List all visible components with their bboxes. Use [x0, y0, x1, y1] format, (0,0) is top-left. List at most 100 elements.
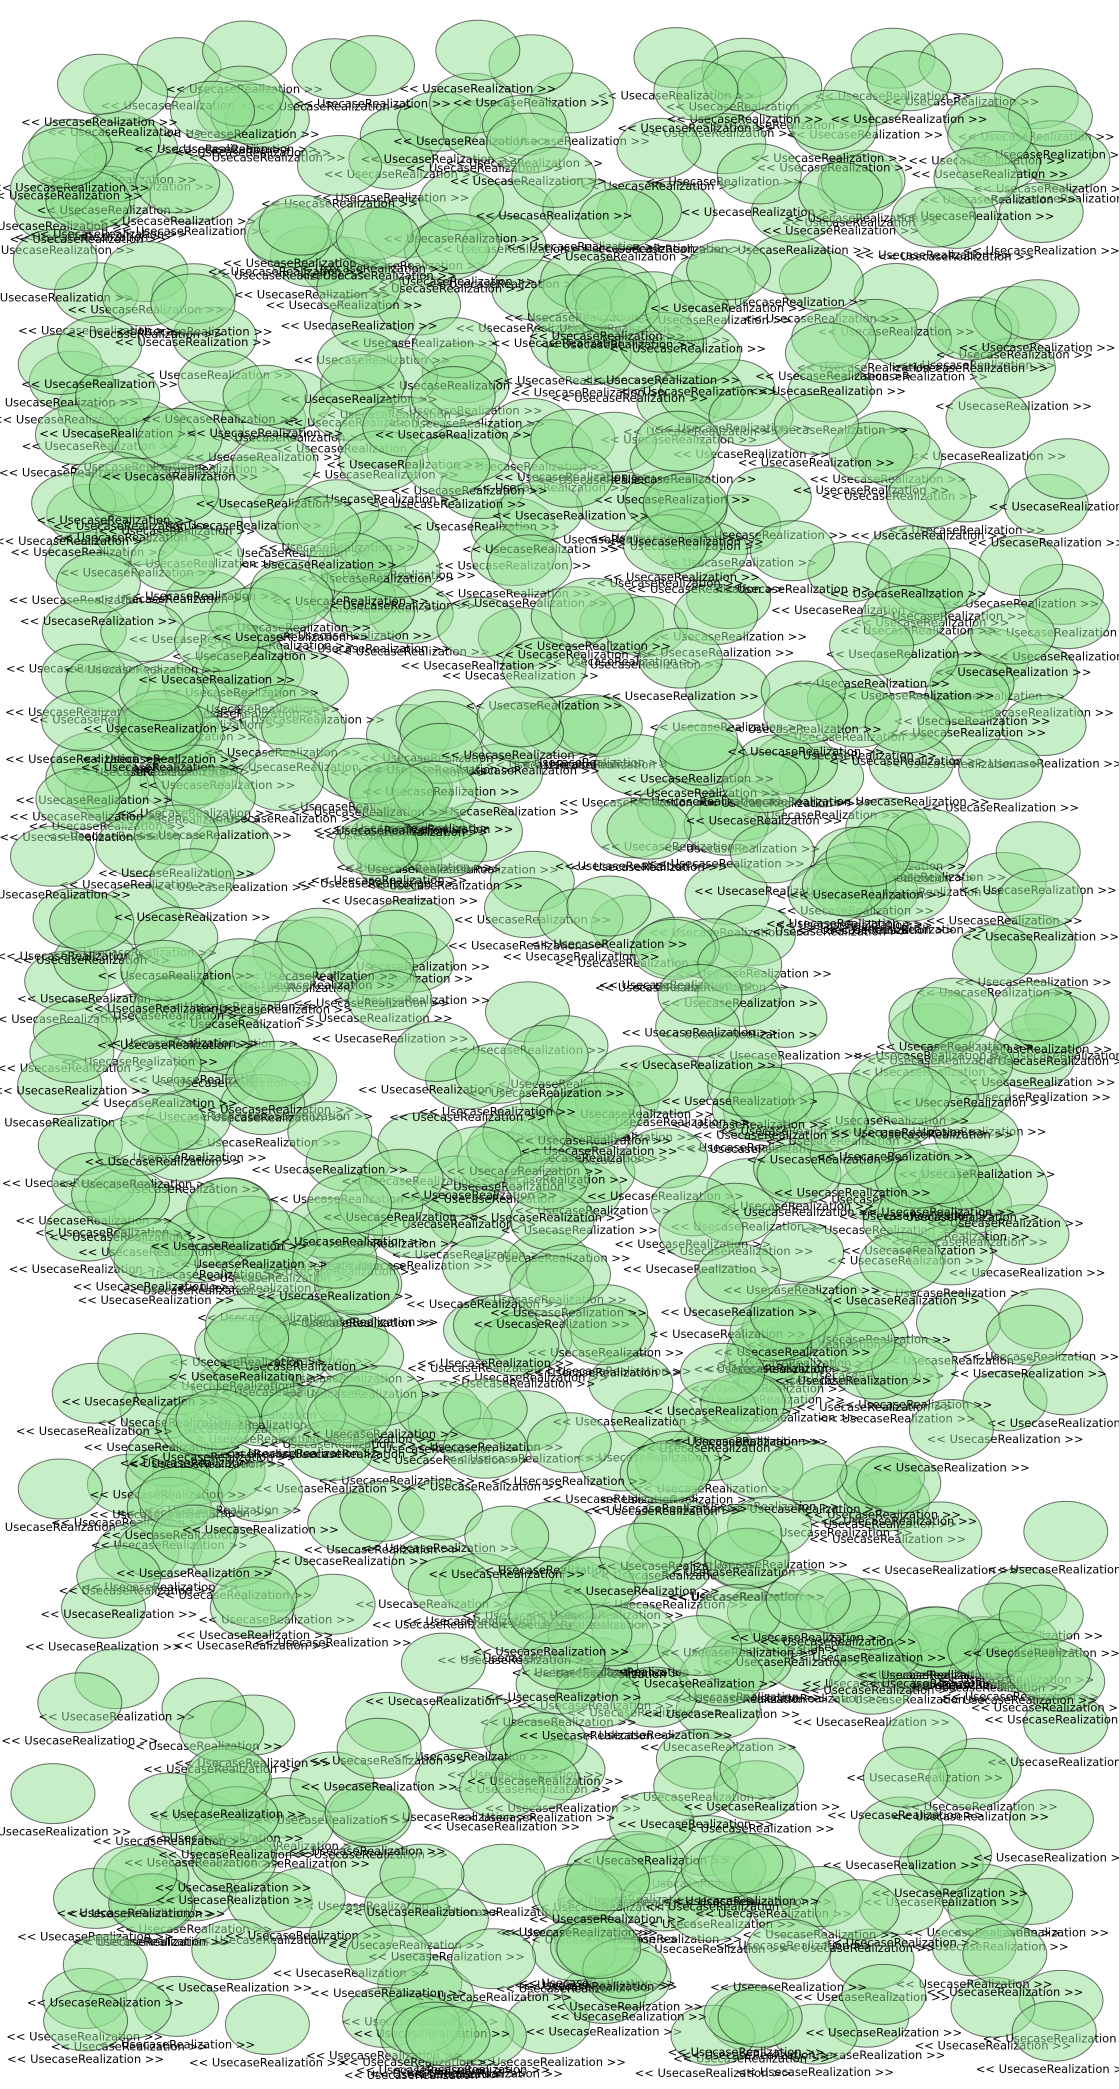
usecase-ellipse[interactable] [12, 229, 98, 290]
usecase-ellipse[interactable] [57, 315, 143, 377]
usecase-ellipse[interactable] [347, 970, 433, 1032]
usecase-ellipse[interactable] [349, 761, 435, 823]
usecase-ellipse[interactable] [994, 279, 1080, 341]
usecase-ellipse[interactable] [508, 1583, 594, 1644]
usecase-realization[interactable]: << UsecaseRealization >> [910, 387, 1067, 463]
usecase-ellipse[interactable] [88, 457, 174, 519]
usecase-ellipse[interactable] [773, 393, 859, 455]
usecase-ellipse[interactable] [556, 1918, 642, 1979]
usecase-realization[interactable]: << UsecaseRealization >> [344, 1843, 501, 1919]
usecase-ellipse[interactable] [170, 80, 255, 142]
usecase-ellipse[interactable] [400, 1632, 486, 1694]
usecase-ellipse[interactable] [71, 1163, 157, 1225]
usecase-ellipse[interactable] [185, 1745, 271, 1807]
usecase-realization[interactable]: << UsecaseRealization >> [0, 1763, 131, 1839]
usecase-ellipse[interactable] [998, 868, 1084, 929]
usecase-realization[interactable]: << UsecaseRealization >> [0, 229, 134, 305]
usecase-ellipse[interactable] [276, 496, 361, 558]
usecase-ellipse[interactable] [22, 127, 107, 189]
usecase-ellipse[interactable] [679, 1342, 765, 1404]
usecase-ellipse[interactable] [841, 1963, 927, 2025]
usecase-ellipse[interactable] [763, 682, 849, 744]
usecase-ellipse[interactable] [307, 1385, 393, 1447]
usecase-ellipse[interactable] [1023, 1500, 1109, 1562]
usecase-ellipse[interactable] [528, 446, 614, 508]
usecase-ellipse[interactable] [746, 1918, 831, 1980]
usecase-ellipse[interactable] [287, 1101, 373, 1163]
usecase-ellipse[interactable] [911, 977, 997, 1039]
usecase-ellipse[interactable] [204, 1307, 290, 1369]
usecase-ellipse[interactable] [1024, 438, 1110, 500]
usecase-ellipse[interactable] [716, 143, 802, 205]
usecase-ellipse[interactable] [186, 1177, 271, 1239]
usecase-ellipse[interactable] [998, 1584, 1084, 1646]
usecase-ellipse[interactable] [945, 387, 1031, 449]
usecase-ellipse[interactable] [37, 1672, 123, 1734]
usecase-ellipse[interactable] [336, 1717, 422, 1779]
usecase-ellipse[interactable] [118, 660, 204, 722]
usecase-ellipse[interactable] [566, 875, 652, 937]
usecase-ellipse[interactable] [717, 1986, 803, 2048]
usecase-ellipse[interactable] [175, 1388, 261, 1450]
usecase-ellipse[interactable] [297, 135, 382, 196]
usecase-ellipse[interactable] [290, 1573, 376, 1635]
usecase-ellipse[interactable] [10, 1763, 96, 1825]
usecase-ellipse[interactable] [814, 1879, 900, 1941]
usecase-ellipse[interactable] [985, 1304, 1071, 1366]
usecase-ellipse[interactable] [866, 50, 952, 112]
usecase-ellipse[interactable] [464, 1505, 550, 1567]
usecase-ellipse[interactable] [626, 1440, 712, 1502]
usecase-ellipse[interactable] [150, 273, 236, 335]
usecase-ellipse[interactable] [222, 364, 308, 426]
usecase-ellipse[interactable] [120, 1093, 206, 1155]
usecase-ellipse[interactable] [686, 239, 772, 301]
usecase-ellipse[interactable] [232, 941, 317, 1003]
usecase-ellipse[interactable] [560, 1304, 646, 1366]
usecase-ellipse[interactable] [511, 146, 597, 208]
usecase-ellipse[interactable] [657, 964, 743, 1025]
usecase-ellipse[interactable] [120, 939, 206, 1001]
usecase-ellipse[interactable] [335, 207, 421, 269]
usecase-ellipse[interactable] [217, 1461, 303, 1523]
usecase-ellipse[interactable] [991, 980, 1077, 1042]
usecase-ellipse[interactable] [891, 186, 977, 248]
usecase-ellipse[interactable] [504, 1148, 589, 1210]
usecase-ellipse[interactable] [158, 527, 244, 589]
usecase-ellipse[interactable] [435, 19, 521, 81]
usecase-ellipse[interactable] [1006, 1638, 1092, 1700]
usecase-ellipse[interactable] [1011, 2000, 1097, 2062]
usecase-ellipse[interactable] [509, 1255, 595, 1317]
usecase-ellipse[interactable] [35, 768, 121, 830]
usecase-ellipse[interactable] [316, 330, 402, 392]
usecase-ellipse[interactable] [564, 1850, 650, 1912]
usecase-ellipse[interactable] [765, 1569, 851, 1630]
usecase-ellipse[interactable] [721, 752, 807, 814]
usecase-ellipse[interactable] [248, 568, 334, 630]
usecase-ellipse[interactable] [307, 1173, 393, 1235]
usecase-ellipse[interactable] [57, 53, 142, 115]
usecase-realization[interactable]: << UsecaseRealization >> [189, 1993, 346, 2069]
usecase-ellipse[interactable] [10, 825, 95, 887]
usecase-ellipse[interactable] [825, 825, 911, 887]
usecase-ellipse[interactable] [863, 1746, 948, 1808]
usecase-ellipse[interactable] [487, 534, 572, 596]
usecase-realization[interactable]: << UsecaseRealization >> [21, 315, 178, 391]
usecase-ellipse[interactable] [653, 710, 739, 771]
usecase-ellipse[interactable] [62, 1934, 148, 1996]
usecase-ellipse[interactable] [970, 603, 1056, 665]
usecase-realization[interactable]: << UsecaseRealization >> [987, 1500, 1119, 1576]
usecase-ellipse[interactable] [784, 322, 870, 384]
usecase-ellipse[interactable] [866, 1063, 952, 1125]
usecase-ellipse[interactable] [653, 59, 739, 121]
usecase-realization[interactable]: << UsecaseRealization >> [0, 1458, 139, 1534]
usecase-ellipse[interactable] [729, 1066, 815, 1128]
usecase-ellipse[interactable] [1001, 695, 1087, 756]
usecase-ellipse[interactable] [637, 627, 723, 689]
usecase-ellipse[interactable] [598, 1522, 684, 1584]
usecase-ellipse[interactable] [346, 1924, 432, 1986]
usecase-ellipse[interactable] [494, 1749, 580, 1811]
usecase-ellipse[interactable] [476, 686, 562, 748]
usecase-ellipse[interactable] [29, 1021, 115, 1083]
usecase-ellipse[interactable] [698, 1832, 784, 1894]
usecase-ellipse[interactable] [258, 194, 344, 256]
